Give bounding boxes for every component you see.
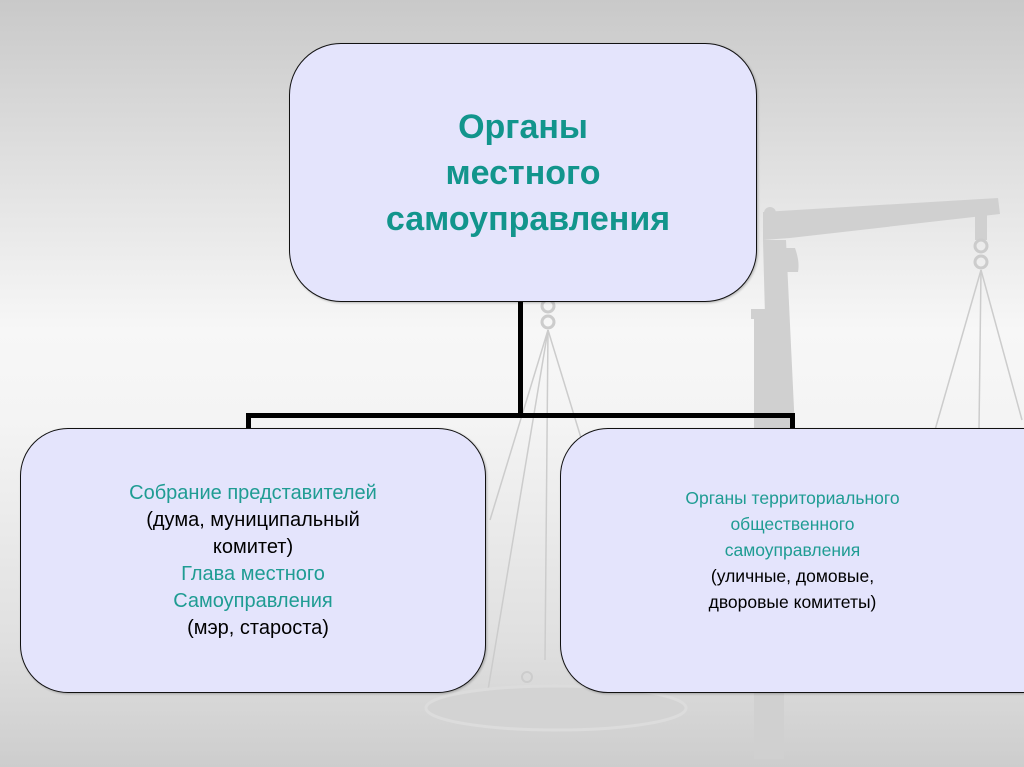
root-title-line-1: Органы [458,107,588,146]
right-line-2: общественного [730,513,855,534]
left-line-2: (дума, муниципальный [146,508,360,531]
connector-horizontal-bar [246,413,795,418]
root-title-line-3: самоуправления [385,199,671,238]
left-line-4: Глава местного [181,562,325,585]
right-line-3: самоуправления [724,539,861,560]
left-line-5: Самоуправления [173,589,333,612]
right-line-1: Органы территориального [685,487,900,508]
connector-vertical-trunk [518,300,523,418]
child-node-territorial-public-self-government: Органы территориального общественного са… [560,428,1024,693]
child-node-representative-assembly: Собрание представителей (дума, муниципал… [20,428,486,693]
connector-left-drop [246,413,251,429]
left-line-6: (мэр, староста) [187,616,329,639]
root-node-local-self-government-bodies: Органы местного самоуправления [289,43,757,302]
right-line-5: дворовые комитеты) [708,591,877,612]
connector-right-drop [790,413,795,429]
root-title-line-2: местного [445,153,601,192]
right-line-4: (уличные, домовые, [710,565,875,586]
left-line-3: комитет) [212,535,294,558]
left-line-1: Собрание представителей [129,481,377,504]
